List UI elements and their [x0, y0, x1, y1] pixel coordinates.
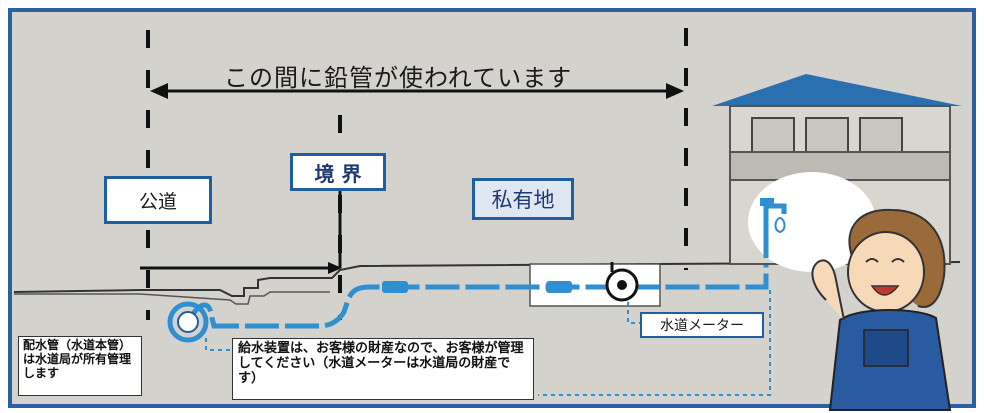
ground-arrow-head	[328, 262, 342, 274]
water-meter-label-text: 水道メーター	[660, 318, 744, 334]
leader-line-main-pipe	[205, 338, 238, 351]
service-pipe	[185, 258, 769, 329]
private-land-label: 私有地	[472, 178, 574, 220]
span-arrow-right-head	[666, 83, 684, 99]
road-curb	[14, 291, 330, 305]
lead-pipe-span-title: この間に鉛管が使われています	[224, 64, 573, 92]
distribution-pipe-note: 配水管（水道本管）は水道局が所有管理します	[18, 336, 142, 396]
water-meter-label: 水道メーター	[640, 312, 764, 338]
ground-surface	[13, 261, 961, 297]
faucet-handle	[760, 198, 774, 206]
house-window-2	[805, 117, 849, 153]
faucet-pipe	[763, 203, 787, 258]
worker-character	[811, 208, 952, 411]
service-equipment-note: 給水装置は、お客様の財産なので、お客様が管理してください（水道メーターは水道局の…	[232, 338, 534, 400]
leader-line-service	[538, 290, 771, 396]
house-balcony	[729, 151, 951, 181]
boundary-label-text: 境 界	[314, 161, 362, 186]
house-window-1	[751, 117, 795, 153]
worker-bib-pocket	[863, 329, 909, 367]
worker-mouth	[870, 285, 900, 296]
public-road-label-text: 公道	[138, 190, 177, 213]
worker-hand	[811, 259, 845, 321]
faucet-highlight	[748, 172, 876, 272]
worker-face	[847, 231, 925, 313]
public-road-label: 公道	[104, 176, 212, 224]
worker-eye-right	[891, 258, 905, 263]
worker-eye-left	[865, 258, 879, 263]
water-meter-dial	[617, 280, 627, 290]
pipe-coupling-2	[546, 281, 572, 293]
pipe-coupling-1	[382, 281, 408, 293]
house-window-3	[859, 117, 903, 153]
boundary-label: 境 界	[290, 153, 386, 191]
main-pipe-cross-section	[167, 301, 209, 343]
main-pipe-inner	[177, 311, 199, 333]
span-arrow-left-head	[150, 83, 168, 99]
private-land-label-text: 私有地	[491, 188, 555, 212]
service-equipment-note-text: 給水装置は、お客様の財産なので、お客様が管理してください（水道メーターは水道局の…	[238, 341, 524, 386]
distribution-pipe-note-text: 配水管（水道本管）は水道局が所有管理します	[23, 338, 132, 380]
house-roof	[712, 74, 962, 106]
water-drop-icon	[774, 217, 786, 234]
